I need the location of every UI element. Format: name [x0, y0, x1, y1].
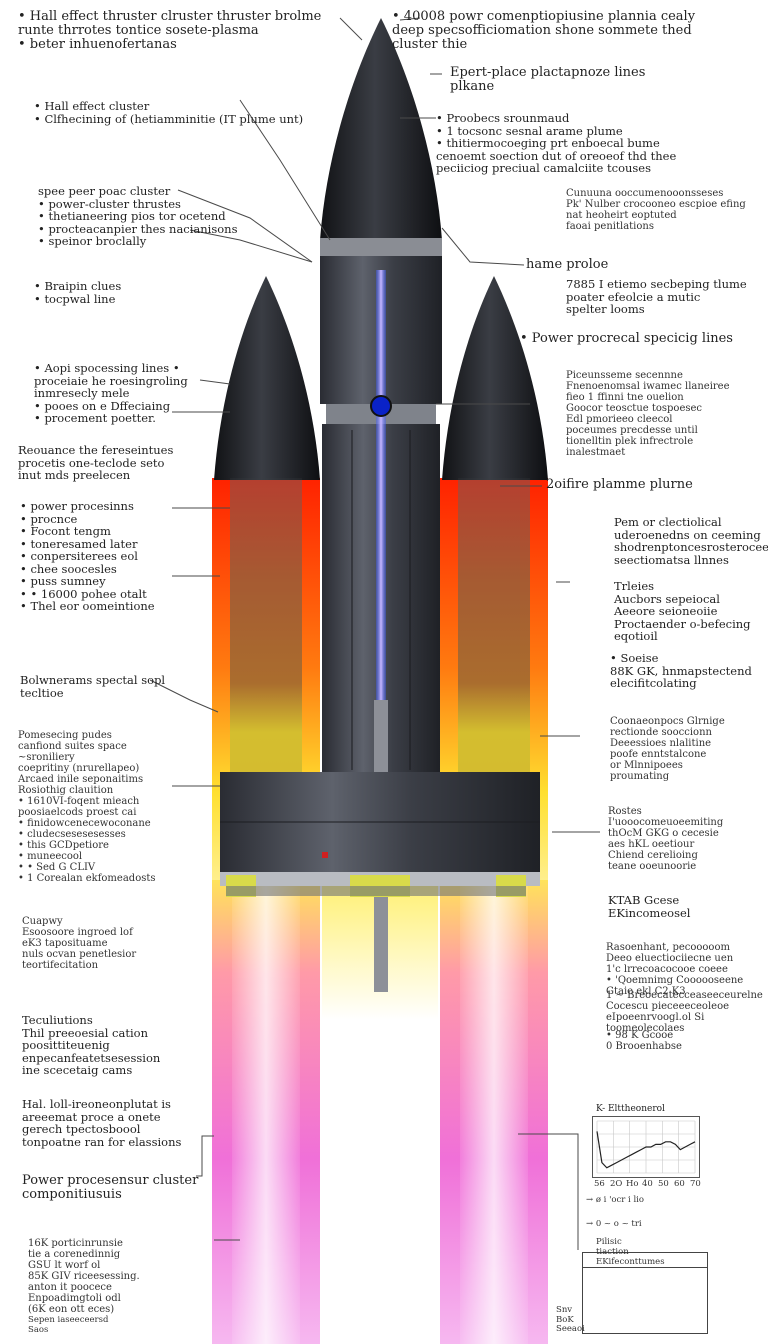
annotation-right-8: 2oifire plamme plurne	[546, 477, 693, 492]
annotation-right-17: • 98 K Gcooe 0 Brooenhabse	[606, 1030, 682, 1052]
mini-chart-plot	[596, 1120, 696, 1174]
annotation-right-11: • Soeise 88K GK, hnmapstectend elecifitc…	[610, 651, 752, 690]
annotation-left-9: Cuapwy Esoosoore ingroed lof eK3 taposit…	[22, 916, 137, 971]
annotation-left-13: 16K porticinrunsie tie a corenedinnig GS…	[28, 1238, 140, 1315]
annotation-right-16: 1 ~ Breoecatecceaseeceurelne Cocescu pie…	[606, 990, 763, 1034]
annotation-right-15: Rasoenhant, pecooooom Deeo eluectiociiec…	[606, 942, 744, 997]
annotation-right-7: Piceunsseme secennne Fnenoenomsal iwamec…	[566, 370, 730, 458]
chart-series-line	[596, 1131, 696, 1169]
left-plume	[212, 478, 320, 1344]
chart-legend-row: → 0 ~ o ~ tri	[586, 1219, 642, 1229]
annotation-left-8: Pomesecing pudes canfiond suites space ~…	[18, 730, 156, 884]
engine-ring	[220, 772, 540, 897]
right-booster	[442, 276, 548, 772]
annotation-left-2: spee peer poac cluster • power-cluster t…	[38, 184, 238, 248]
annotation-left-11: Hal. loll-ireoneonplutat is areeemat pro…	[22, 1097, 182, 1149]
annotation-right-3: Cunuuna ooccumenooonsseses Pk' Nulber cr…	[566, 188, 746, 232]
left-booster	[214, 276, 320, 772]
annotation-right-6: • Power procrecal specicig lines	[520, 331, 733, 346]
annotation-left-12: Power procesensur cluster componitiusuis	[22, 1173, 199, 1202]
chart-tick-label: 40	[642, 1179, 653, 1189]
annotation-left-3: • Braipin clues • tocpwal line	[34, 279, 122, 306]
leader-lines	[149, 17, 600, 1250]
mini-line-chart	[592, 1116, 700, 1178]
annotation-left-0: • Hall effect thruster clruster thruster…	[18, 9, 322, 52]
annotation-right-0: • 40008 powr comenptiopiusine plannia ce…	[392, 9, 696, 52]
spec-table-col2: EKifeconttumes	[596, 1257, 665, 1267]
annotation-right-5: 7885 I etiemo secbeping tlume poater efe…	[566, 277, 747, 316]
chart-tick-label: Ho	[626, 1179, 639, 1189]
right-plume	[440, 478, 548, 1344]
annotation-right-14: KTAB Gcese EKincomeosel	[608, 893, 691, 920]
annotation-left-4: • Aopi spocessing lines • proceiaie he r…	[34, 361, 188, 425]
annotation-left-7: Bolwnerams spectal sopl tecltioe	[20, 673, 166, 700]
chart-tick-label: 60	[674, 1179, 685, 1189]
spec-table	[582, 1252, 708, 1334]
annotation-right-13: Rostes I'uooocomeuoeemiting thOcM GKG o …	[608, 806, 724, 872]
spec-table-col1: Pilisic tiaction	[596, 1237, 629, 1257]
annotation-right-12: Coonaeonpocs Glrnige rectionde sooccionn…	[610, 716, 725, 782]
central-core	[320, 18, 442, 992]
chart-tick-label: 56	[594, 1179, 605, 1189]
annotation-left-6: • power procesinns • procnce • Focont te…	[20, 499, 155, 613]
chart-tick-label: 50	[658, 1179, 669, 1189]
annotation-right-1: Epert-place plactapnoze lines plkane	[450, 65, 646, 94]
annotation-right-9: Pem or clectiolical uderoenedns on ceemi…	[614, 515, 768, 567]
footer-right-bottom: Snv BoK Seeaoi	[556, 1305, 585, 1334]
annotation-left-1: • Hall effect cluster • Clfhecining of (…	[34, 99, 304, 126]
annotation-left-10: Teculiutions Thil preeoesial cation poos…	[22, 1013, 161, 1077]
chart-tick-label: 2O	[610, 1179, 623, 1189]
chart-tick-label: 70	[690, 1179, 701, 1189]
chart-title: K- Elttheonerol	[596, 1104, 665, 1114]
annotation-right-4: hame proloe	[526, 257, 609, 272]
chart-legend-row: → ø i 'ocr i lio	[586, 1195, 645, 1205]
footer-left-bottom: Sepen iaseeceersd Saos	[28, 1315, 109, 1335]
annotation-right-2: • Proobecs srounmaud • 1 tocsonc sesnal …	[436, 111, 677, 175]
spec-table-header	[583, 1253, 707, 1268]
annotation-right-10: Trleies Aucbors sepeiocal Aeeore seioneo…	[614, 579, 751, 643]
annotation-left-5: Reouance the fereseintues procetis one-t…	[18, 443, 174, 482]
